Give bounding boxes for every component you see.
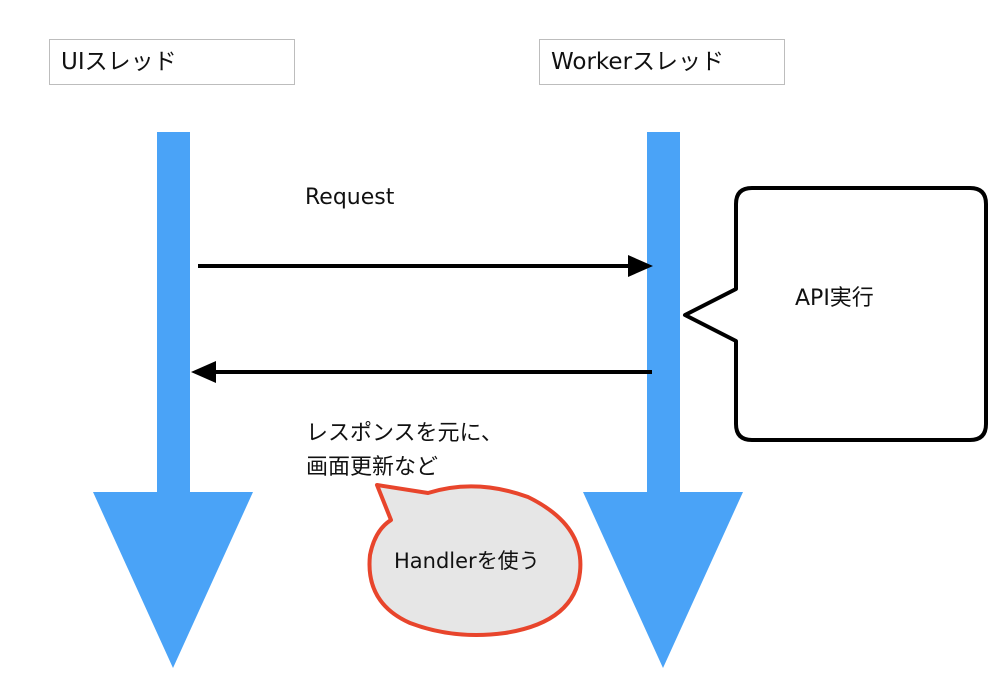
worker-lifeline-arrowhead [583,492,743,668]
handler-label: Handlerを使う [394,549,540,573]
response-arrow [191,361,652,383]
request-arrow [198,255,653,277]
response-note-line2: 画面更新など [306,455,439,480]
worker-lifeline-shaft [647,132,680,494]
api-callout-box [683,186,988,442]
ui-thread-label: UIスレッド [49,39,295,85]
request-label: Request [305,185,395,210]
ui-lifeline-shaft [157,132,190,494]
response-note-line1: レスポンスを元に、 [306,421,503,446]
handler-speech-bubble [367,483,583,638]
worker-thread-label: Workerスレッド [539,39,785,85]
response-note: レスポンスを元に、 画面更新など [306,417,503,485]
api-exec-label: API実行 [795,286,874,311]
ui-lifeline [93,132,253,668]
ui-lifeline-arrowhead [93,492,253,668]
worker-lifeline [583,132,743,668]
